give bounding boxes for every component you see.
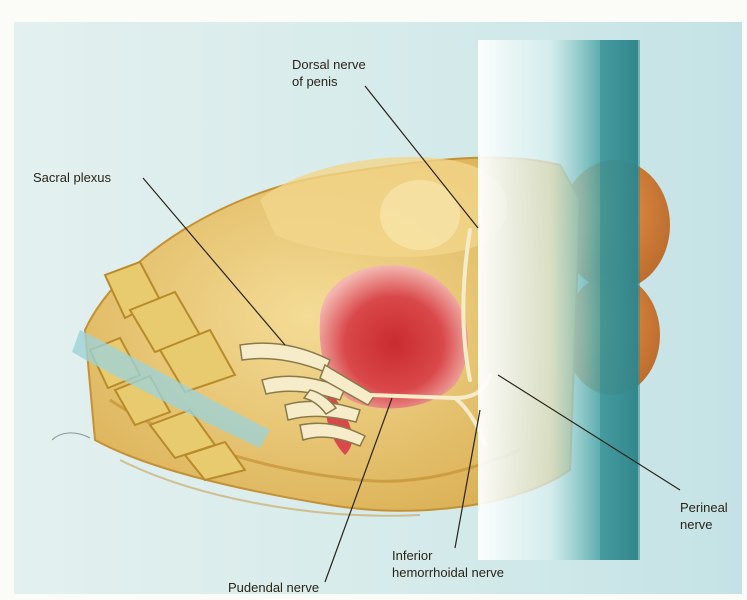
label-dorsal-nerve-line1: Dorsal nerve (292, 57, 366, 73)
label-perineal-line2: nerve (680, 517, 713, 533)
bar-shadow (600, 40, 640, 560)
label-sacral-plexus: Sacral plexus (33, 170, 111, 186)
label-dorsal-nerve-line2: of penis (292, 74, 338, 90)
label-pudendal-nerve: Pudendal nerve (228, 580, 319, 596)
label-inferior-line2: hemorrhoidal nerve (392, 565, 504, 581)
label-perineal-line1: Perineal (680, 500, 728, 516)
label-inferior-line1: Inferior (392, 548, 432, 564)
